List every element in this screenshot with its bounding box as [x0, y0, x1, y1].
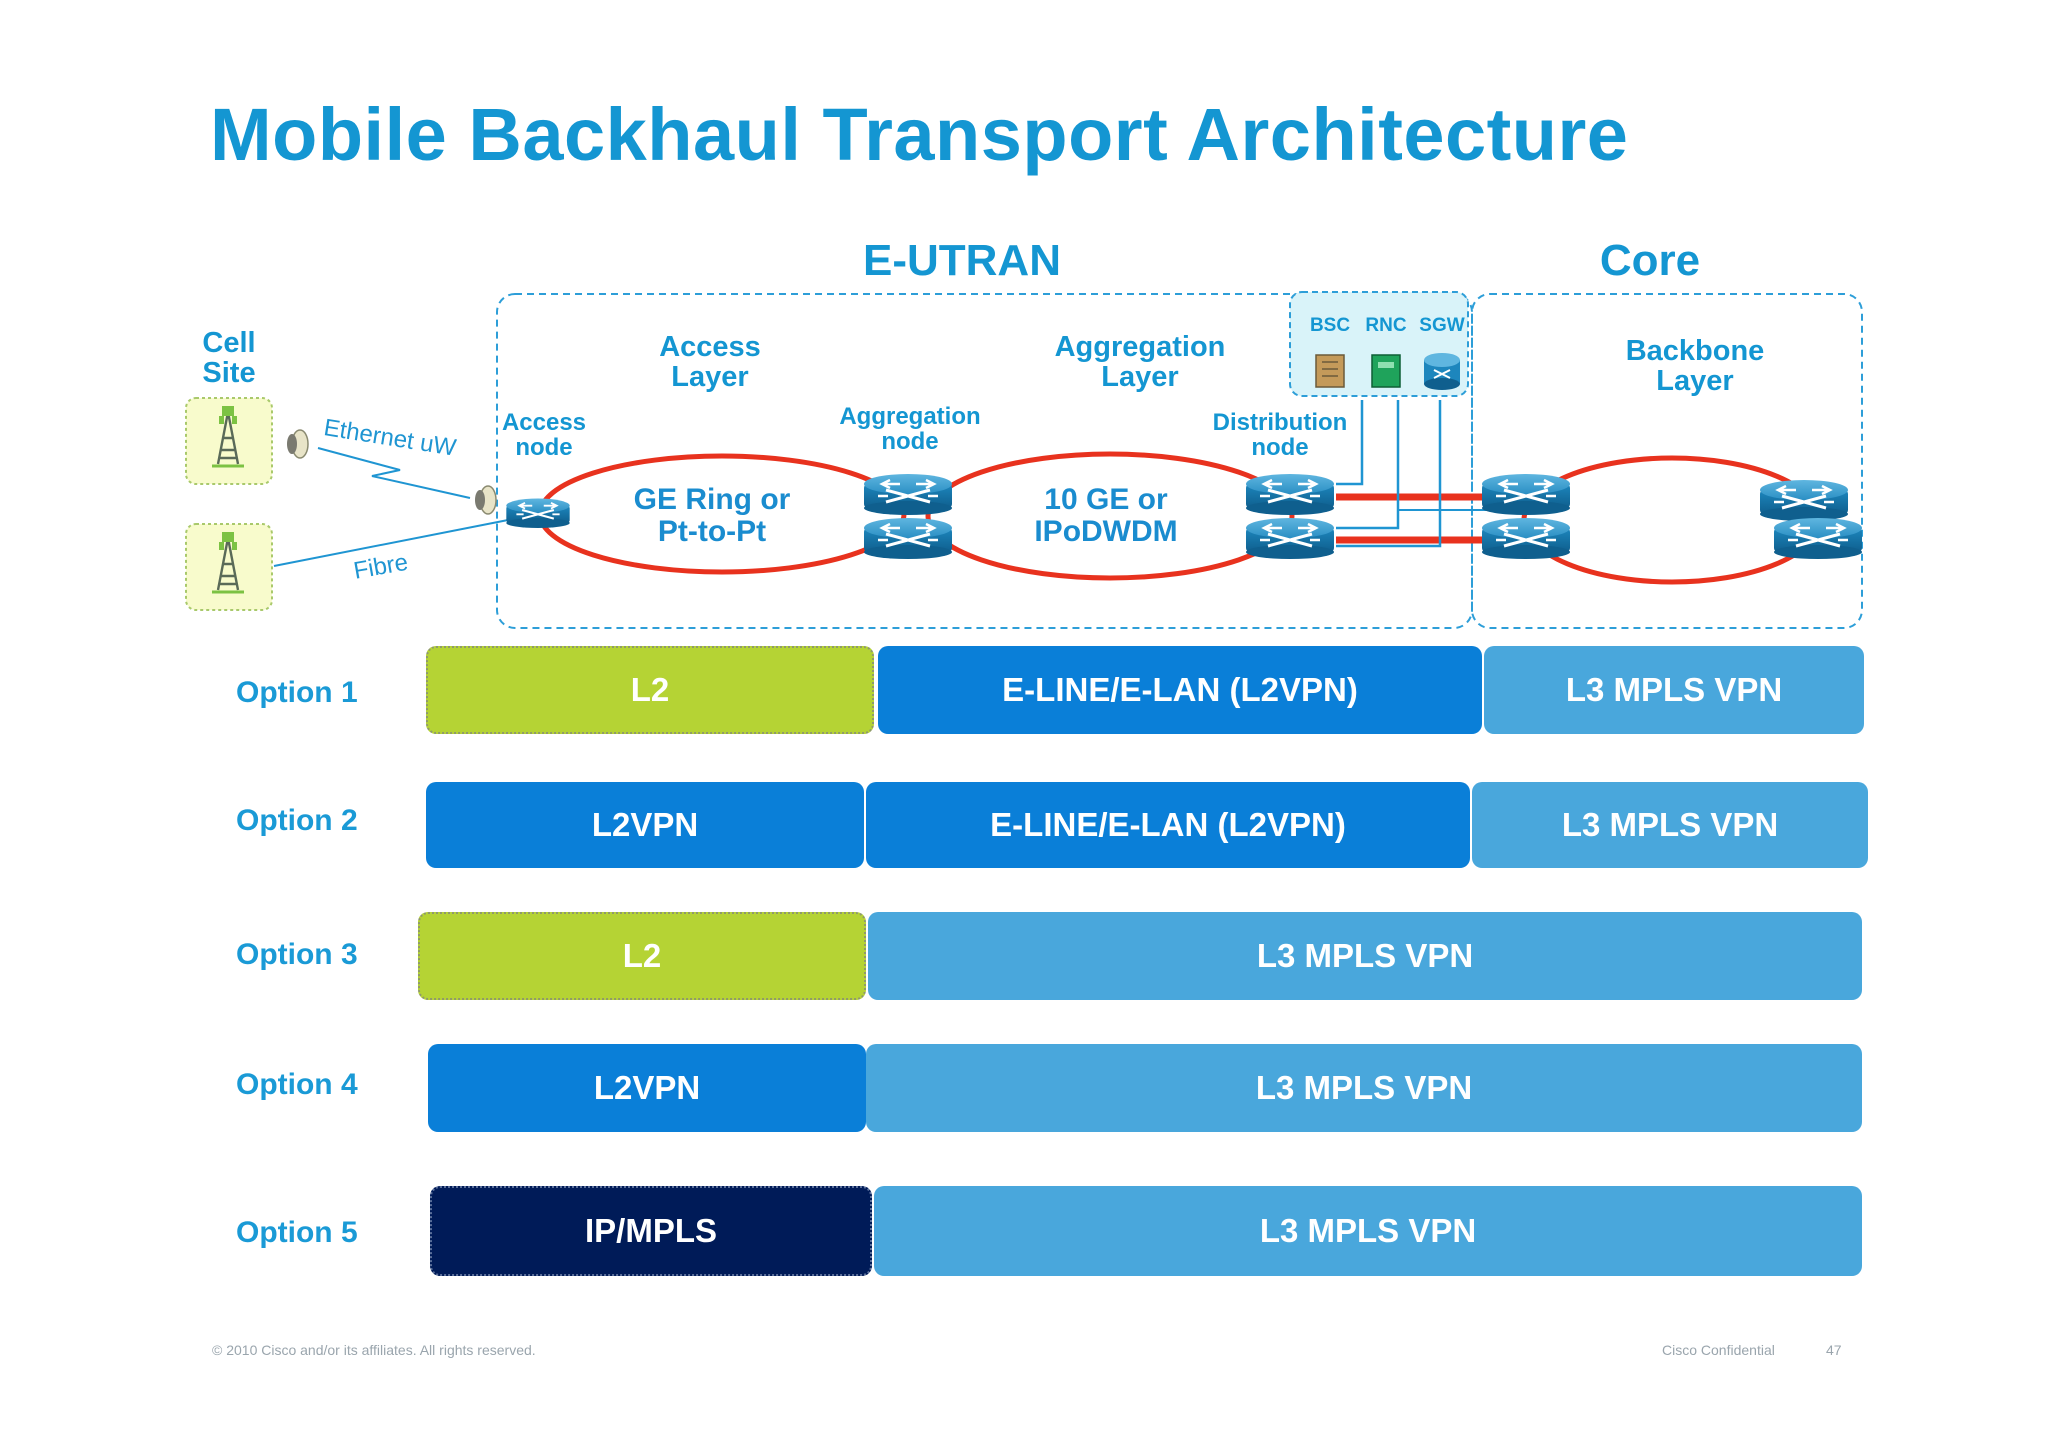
rnc-icon [1371, 354, 1401, 388]
bsc-label: BSC [1309, 315, 1351, 336]
tenge-ring-label: 10 GE or IPoDWDM [1034, 483, 1178, 548]
option-4-label: Option 4 [236, 1068, 358, 1101]
option-2-eline-bar: E-LINE/E-LAN (L2VPN) [866, 782, 1470, 868]
core-heading: Core [1599, 236, 1701, 285]
rnc-link [1336, 400, 1400, 530]
option-3-l2-bar: L2 [418, 912, 866, 1000]
ge-ring-label: GE Ring or Pt-to-Pt [633, 483, 791, 548]
access-node-router-icon [505, 497, 571, 530]
option-4-l3vpn-bar: L3 MPLS VPN [866, 1044, 1862, 1132]
fibre-link [273, 519, 509, 567]
core-router-icon-2 [1480, 516, 1572, 561]
cell-site-label: Cell Site [202, 327, 256, 390]
access-layer-label: Access Layer [659, 331, 761, 394]
distribution-router-icon-2 [1244, 516, 1336, 561]
option-3-label: Option 3 [236, 938, 358, 971]
access-node-label: Access node [501, 409, 587, 462]
option-1-eline-bar: E-LINE/E-LAN (L2VPN) [878, 646, 1482, 734]
aggregation-node-label: Aggregation node [839, 403, 981, 456]
sgw-label: SGW [1419, 315, 1465, 336]
page-number: 47 [1826, 1342, 1842, 1358]
option-4-l2vpn-bar: L2VPN [428, 1044, 866, 1132]
confidential-footer: Cisco Confidential [1662, 1342, 1775, 1358]
option-5-ipmpls-bar: IP/MPLS [430, 1186, 872, 1276]
backbone-ring [1521, 455, 1823, 585]
aggregation-router-icon-1 [862, 472, 954, 517]
microwave-dish-icon-2 [475, 485, 497, 515]
core-router-icon-4 [1772, 516, 1864, 561]
aggregation-layer-label: Aggregation Layer [1054, 331, 1226, 394]
option-5-l3vpn-bar: L3 MPLS VPN [874, 1186, 1862, 1276]
bsc-icon [1315, 354, 1345, 388]
option-1-l2-bar: L2 [426, 646, 874, 734]
microwave-dish-icon-1 [287, 429, 309, 459]
core-router-icon-1 [1480, 472, 1572, 517]
core-region [1471, 293, 1863, 629]
ethernet-uw-link [317, 447, 471, 499]
option-2-l3vpn-bar: L3 MPLS VPN [1472, 782, 1868, 868]
option-1-label: Option 1 [236, 676, 358, 709]
core-router-icon-3 [1758, 478, 1850, 523]
backbone-layer-label: Backbone Layer [1625, 335, 1765, 398]
eutran-heading: E-UTRAN [863, 236, 1061, 285]
sgw-icon [1424, 353, 1460, 390]
option-3-l3vpn-bar: L3 MPLS VPN [868, 912, 1862, 1000]
tenge-ring [925, 451, 1295, 581]
option-2-label: Option 2 [236, 804, 358, 837]
option-2-l2vpn-bar: L2VPN [426, 782, 864, 868]
cell-site-box-2 [185, 523, 273, 611]
distribution-node-label: Distribution node [1212, 409, 1348, 462]
distribution-router-icon-1 [1244, 472, 1336, 517]
option-5-label: Option 5 [236, 1216, 358, 1249]
rnc-label: RNC [1365, 315, 1407, 336]
bsc-link [1336, 400, 1364, 486]
cell-site-box-1 [185, 397, 273, 485]
page-title: Mobile Backhaul Transport Architecture [210, 93, 1629, 176]
copyright-footer: © 2010 Cisco and/or its affiliates. All … [212, 1342, 536, 1358]
option-1-l3vpn-bar: L3 MPLS VPN [1484, 646, 1864, 734]
network-diagram [185, 291, 1864, 629]
sgw-link [1336, 400, 1442, 548]
aggregation-router-icon-2 [862, 516, 954, 561]
